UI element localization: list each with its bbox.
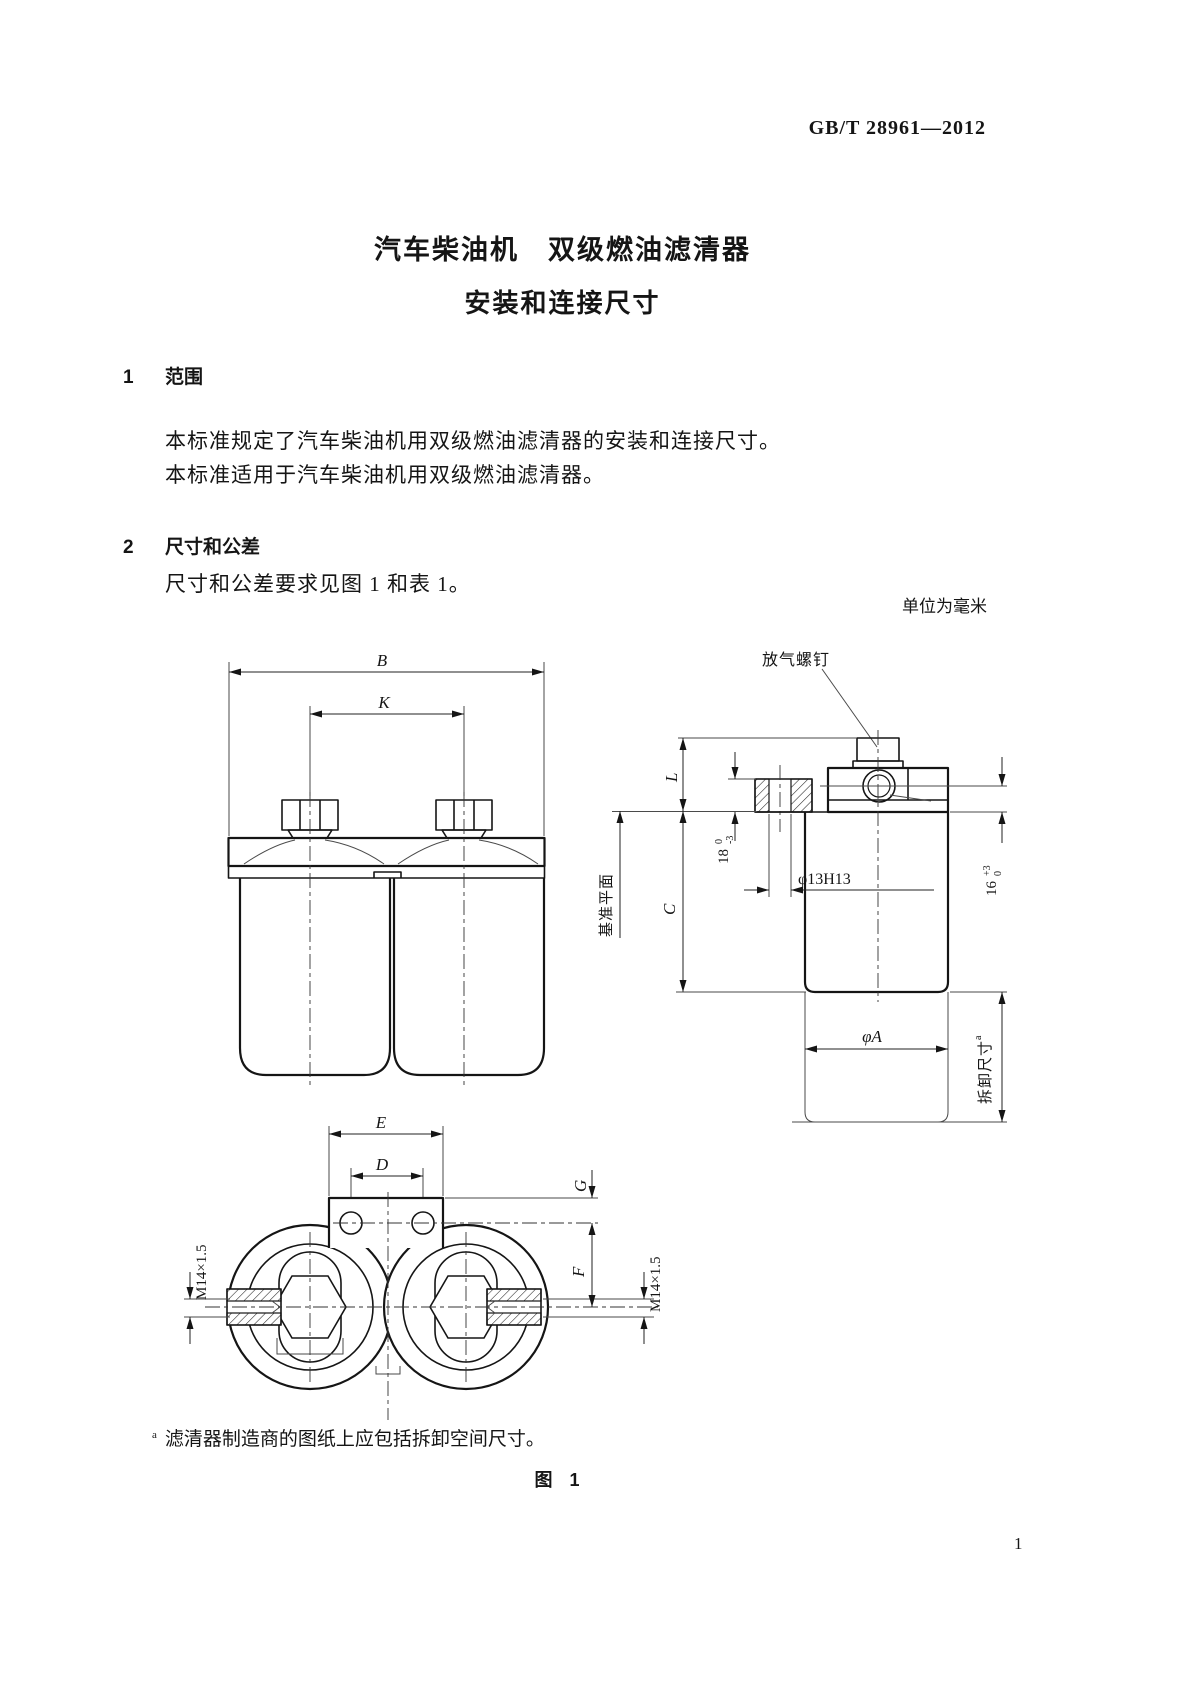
figure-caption: 图 1: [534, 1470, 586, 1490]
section-1-paragraph-1: 本标准规定了汽车柴油机用双级燃油滤清器的安装和连接尺寸。: [165, 429, 781, 453]
section-2-title: 尺寸和公差: [165, 537, 261, 558]
dim-label-18: 18: [716, 849, 732, 864]
section-2-paragraph-1: 尺寸和公差要求见图 1 和表 1。: [165, 572, 471, 596]
title-line-2: 安装和连接尺寸: [464, 288, 661, 318]
dim-label-L: L: [662, 773, 681, 783]
dim-label-C: C: [660, 903, 679, 915]
dim-label-16-upper-tol: +3: [982, 865, 993, 876]
page-number: 1: [1014, 1534, 1023, 1553]
front-view: B K: [227, 651, 546, 1088]
section-2-number: 2: [123, 537, 134, 558]
datum-plane-label: 基准平面: [598, 873, 615, 937]
units-note: 单位为毫米: [902, 597, 987, 616]
bottom-view: E D: [184, 1113, 664, 1420]
removal-dim-sup: a: [973, 1035, 984, 1040]
standard-code: GB/T 28961—2012: [808, 117, 986, 139]
dim-label-D: D: [375, 1155, 389, 1174]
figure-footnote: a 滤清器制造商的图纸上应包括拆卸空间尺寸。: [152, 1424, 545, 1451]
dim-label-E: E: [375, 1113, 387, 1132]
footnote-text: 滤清器制造商的图纸上应包括拆卸空间尺寸。: [164, 1429, 545, 1450]
section-1-paragraph-2: 本标准适用于汽车柴油机用双级燃油滤清器。: [165, 463, 605, 487]
bleed-screw-label: 放气螺钉: [762, 651, 830, 669]
dim-label-B: B: [377, 651, 388, 670]
dim-label-16: 16: [984, 881, 1000, 897]
footnote-marker: a: [152, 1428, 157, 1441]
section-2-heading: 2 尺寸和公差: [123, 532, 260, 559]
section-1-number: 1: [123, 367, 134, 388]
section-1-heading: 1 范围: [123, 362, 203, 389]
dim-label-16-lower-tol: 0: [993, 871, 1004, 876]
dim-label-18-lower-tol: -3: [725, 836, 736, 844]
thread-label-left: M14×1.5: [194, 1244, 210, 1300]
dim-label-K: K: [377, 693, 391, 712]
thread-label-right: M14×1.5: [648, 1256, 664, 1312]
figure-1-drawing: .ol{fill:none;stroke:#151515;stroke-widt…: [184, 651, 1007, 1420]
section-1-title: 范围: [165, 367, 204, 388]
title-line-1: 汽车柴油机 双级燃油滤清器: [374, 235, 751, 265]
dim-label-phiA: φA: [862, 1027, 882, 1046]
side-view: 放气螺钉 基准平面: [598, 651, 1007, 1123]
dim-label-18-upper-tol: 0: [714, 839, 725, 844]
dim-label-G: G: [571, 1180, 590, 1192]
document-title: 汽车柴油机 双级燃油滤清器 安装和连接尺寸: [0, 228, 1125, 320]
dim-label-F: F: [569, 1266, 588, 1278]
removal-dim-label: 拆卸尺寸: [977, 1040, 994, 1104]
dim-label-hole: φ13H13: [798, 871, 851, 888]
